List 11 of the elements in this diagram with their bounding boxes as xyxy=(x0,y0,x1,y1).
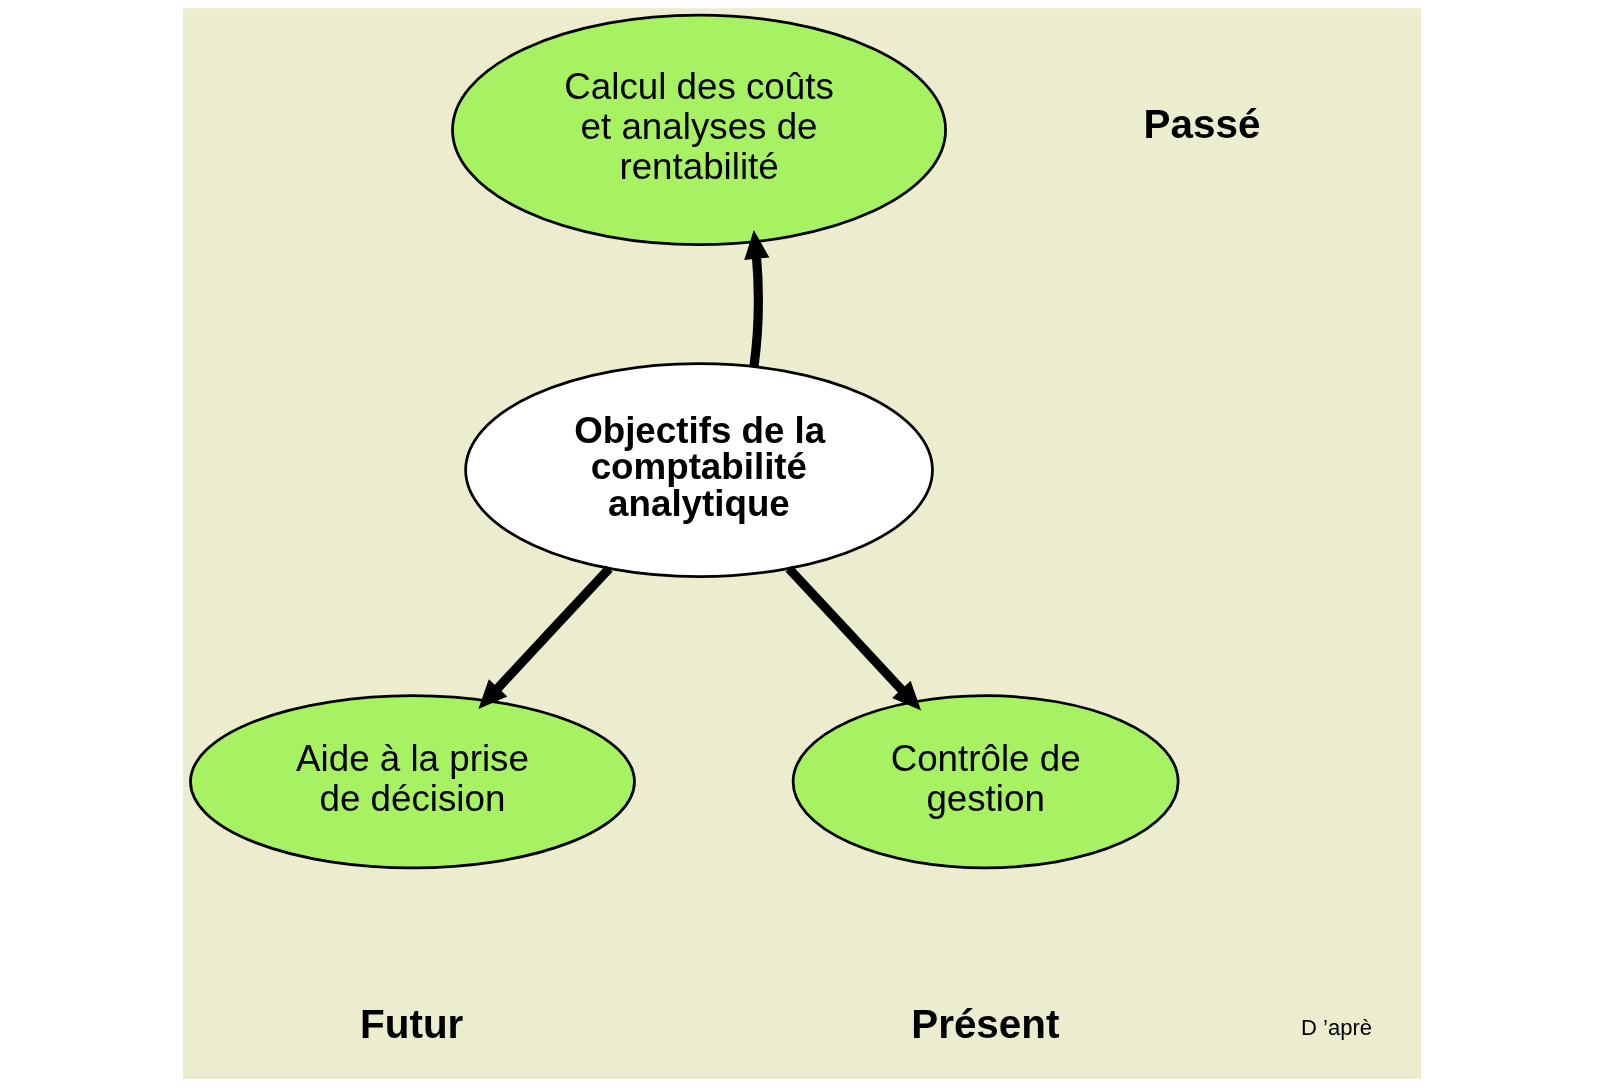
label: D ’aprè xyxy=(1300,1014,1373,1040)
arrow xyxy=(785,565,922,711)
node-ellipse: Objectifs de la comptabilité analytique xyxy=(464,362,934,578)
arrow xyxy=(478,565,613,710)
node-ellipse: Contrôle de gestion xyxy=(791,694,1180,870)
label: Futur xyxy=(360,1000,464,1047)
node-ellipse: Aide à la prise de décision xyxy=(189,694,636,870)
arrow xyxy=(744,230,770,367)
node-ellipse: Calcul des coûts et analyses de rentabilité xyxy=(451,13,947,246)
label: Passé xyxy=(1143,101,1261,148)
label: Présent xyxy=(911,1000,1060,1047)
